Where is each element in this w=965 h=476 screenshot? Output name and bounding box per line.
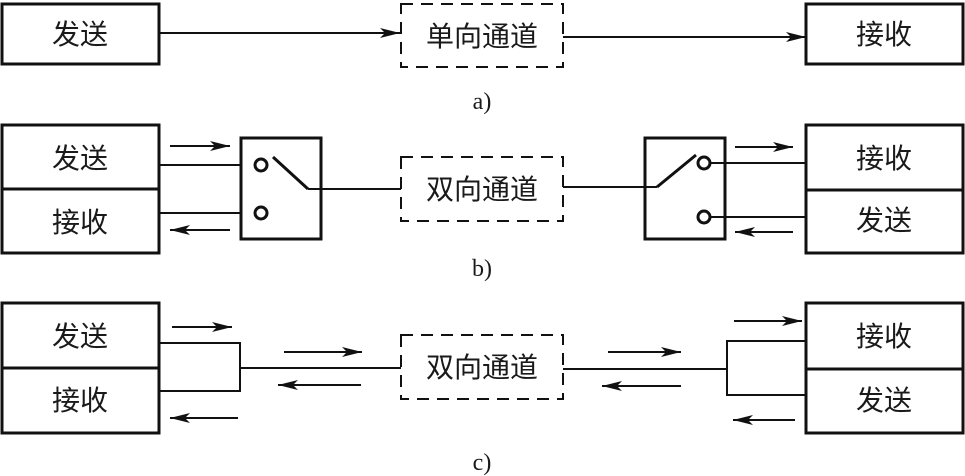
right-send-label: 发送 (856, 384, 912, 417)
receiver-label: 接收 (856, 18, 912, 51)
left-station: 发送 接收 (0, 123, 161, 255)
left-station: 发送 接收 (0, 301, 161, 435)
panel-b: 发送 接收 双向通道 (0, 123, 965, 282)
right-switch (643, 136, 727, 241)
hybrid-junction (159, 342, 241, 392)
simplex-channel-box: 单向通道 (400, 3, 564, 68)
receiver-box: 接收 (804, 2, 965, 66)
switch-blade (656, 153, 697, 189)
caption-c: c) (473, 450, 492, 476)
hybrid-junction (726, 340, 806, 396)
sender-label: 发送 (52, 18, 108, 51)
right-receive-label: 接收 (856, 142, 912, 175)
switch-contact (696, 209, 712, 225)
right-receive-label: 接收 (856, 320, 912, 353)
right-station: 接收 发送 (804, 123, 965, 255)
caption-a: a) (473, 89, 492, 115)
switch-contact (253, 205, 269, 221)
duplex-channel-box: 双向通道 (400, 156, 564, 222)
right-station: 接收 发送 (804, 301, 965, 435)
switch-contact (696, 155, 712, 171)
left-switch (239, 136, 323, 241)
panel-c: 发送 接收 双向通道 接收 发送 c) (0, 301, 965, 476)
switch-blade (271, 155, 310, 191)
panel-a: 发送 单向通道 接收 a) (0, 2, 965, 115)
simplex-channel-label: 单向通道 (426, 20, 538, 53)
duplex-channel-box: 双向通道 (400, 334, 564, 400)
switch-contact (253, 157, 269, 173)
left-send-label: 发送 (52, 142, 108, 175)
sender-box: 发送 (0, 2, 161, 66)
duplex-channel-label: 双向通道 (426, 351, 538, 384)
left-send-label: 发送 (52, 320, 108, 353)
left-receive-label: 接收 (52, 384, 108, 417)
left-receive-label: 接收 (52, 206, 108, 239)
duplex-channel-label: 双向通道 (426, 173, 538, 206)
caption-b: b) (472, 256, 492, 282)
right-send-label: 发送 (856, 204, 912, 237)
